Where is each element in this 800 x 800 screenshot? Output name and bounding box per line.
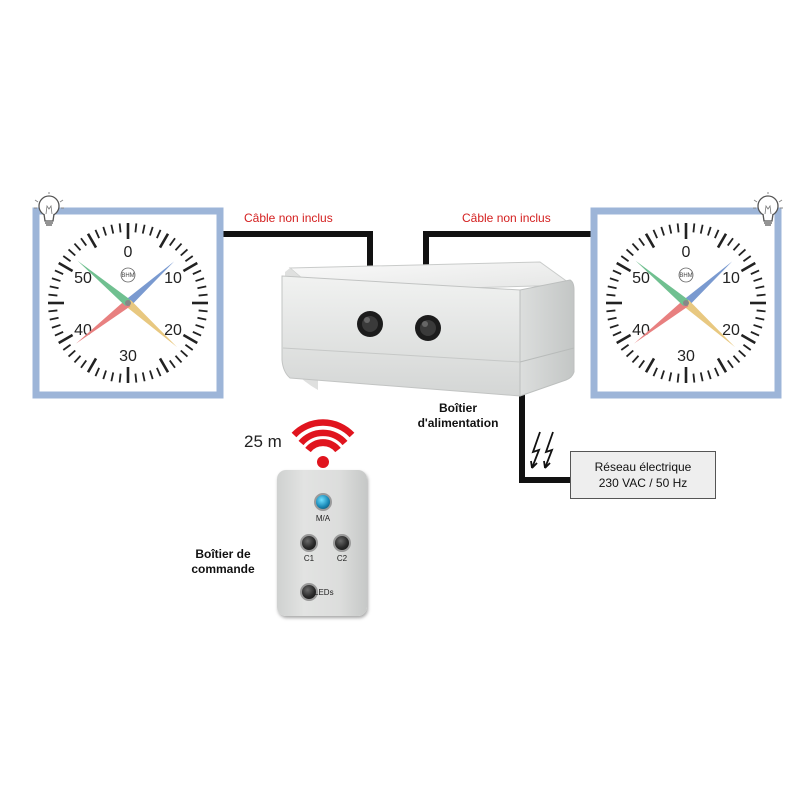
- light-bulb-icon: [34, 192, 64, 226]
- range-label: 25 m: [244, 432, 282, 451]
- clock-right-hand-yellow: [683, 300, 736, 348]
- clock-right-hand-blue: [683, 261, 733, 306]
- clock-left-number-50: 50: [74, 270, 92, 287]
- on-off-button[interactable]: [314, 493, 332, 511]
- clock-right-number-0: 0: [682, 244, 691, 261]
- light-bulb-icon: [753, 192, 783, 226]
- control-box-label: Boîtier de commande: [180, 547, 266, 577]
- clock-left-hand-yellow: [125, 300, 178, 348]
- clock-left-number-20: 20: [164, 322, 182, 339]
- clock-right-number-20: 20: [722, 322, 740, 339]
- power-box-label: Boîtier d'alimentation: [410, 401, 506, 431]
- cable-gland-left: [357, 311, 383, 337]
- control-label-line1: Boîtier de: [195, 547, 251, 561]
- lightning-icon: [530, 431, 554, 469]
- leds-label: LEDs: [314, 588, 334, 597]
- clock-left-logo: BHM: [121, 273, 134, 279]
- cable-left-label: Câble non inclus: [244, 211, 333, 225]
- mains-line1: Réseau électrique: [594, 460, 692, 474]
- clock-left-ticks: [48, 223, 208, 383]
- c2-label: C2: [336, 554, 348, 563]
- clock-right-number-40: 40: [632, 322, 650, 339]
- power-box-label-line2: d'alimentation: [417, 416, 499, 430]
- power-box-label-line1: Boîtier: [438, 401, 477, 415]
- mains-line2: 230 VAC / 50 Hz: [598, 476, 688, 490]
- leds-button[interactable]: [300, 583, 318, 601]
- clock-right-number-50: 50: [632, 270, 650, 287]
- clock-left-hand-red: [75, 299, 131, 344]
- power-supply-box: [281, 261, 575, 397]
- control-label-line2: commande: [191, 562, 255, 576]
- clock-right-ticks: [606, 223, 766, 383]
- wifi-signal-icon: [291, 419, 355, 468]
- c1-label: C1: [303, 554, 315, 563]
- clock-left-number-40: 40: [74, 322, 92, 339]
- on-off-label: M/A: [315, 514, 331, 523]
- clock-left: 0 10 20 30 40 50 BHM: [32, 207, 224, 399]
- clock-right: 0 10 20 30 40 50 BHM: [590, 207, 782, 399]
- clock-right-hand-green: [635, 260, 689, 307]
- mains-network-box: Réseau électrique 230 VAC / 50 Hz: [570, 451, 716, 499]
- cable-gland-right: [415, 315, 441, 341]
- remote-control: M/A C1 C2 LEDs: [277, 470, 367, 616]
- cable-right-label: Câble non inclus: [462, 211, 551, 225]
- clock-right-hand-red: [633, 299, 689, 344]
- clock-left-number-0: 0: [124, 244, 133, 261]
- clock-right-logo: BHM: [679, 273, 692, 279]
- clock-left-hand-green: [77, 260, 131, 307]
- c1-button[interactable]: [300, 534, 318, 552]
- clock-right-number-10: 10: [722, 270, 740, 287]
- mains-cable: [519, 388, 572, 483]
- clock-left-number-30: 30: [119, 348, 137, 365]
- clock-right-number-30: 30: [677, 348, 695, 365]
- clock-left-hand-blue: [125, 261, 175, 306]
- c2-button[interactable]: [333, 534, 351, 552]
- clock-left-number-10: 10: [164, 270, 182, 287]
